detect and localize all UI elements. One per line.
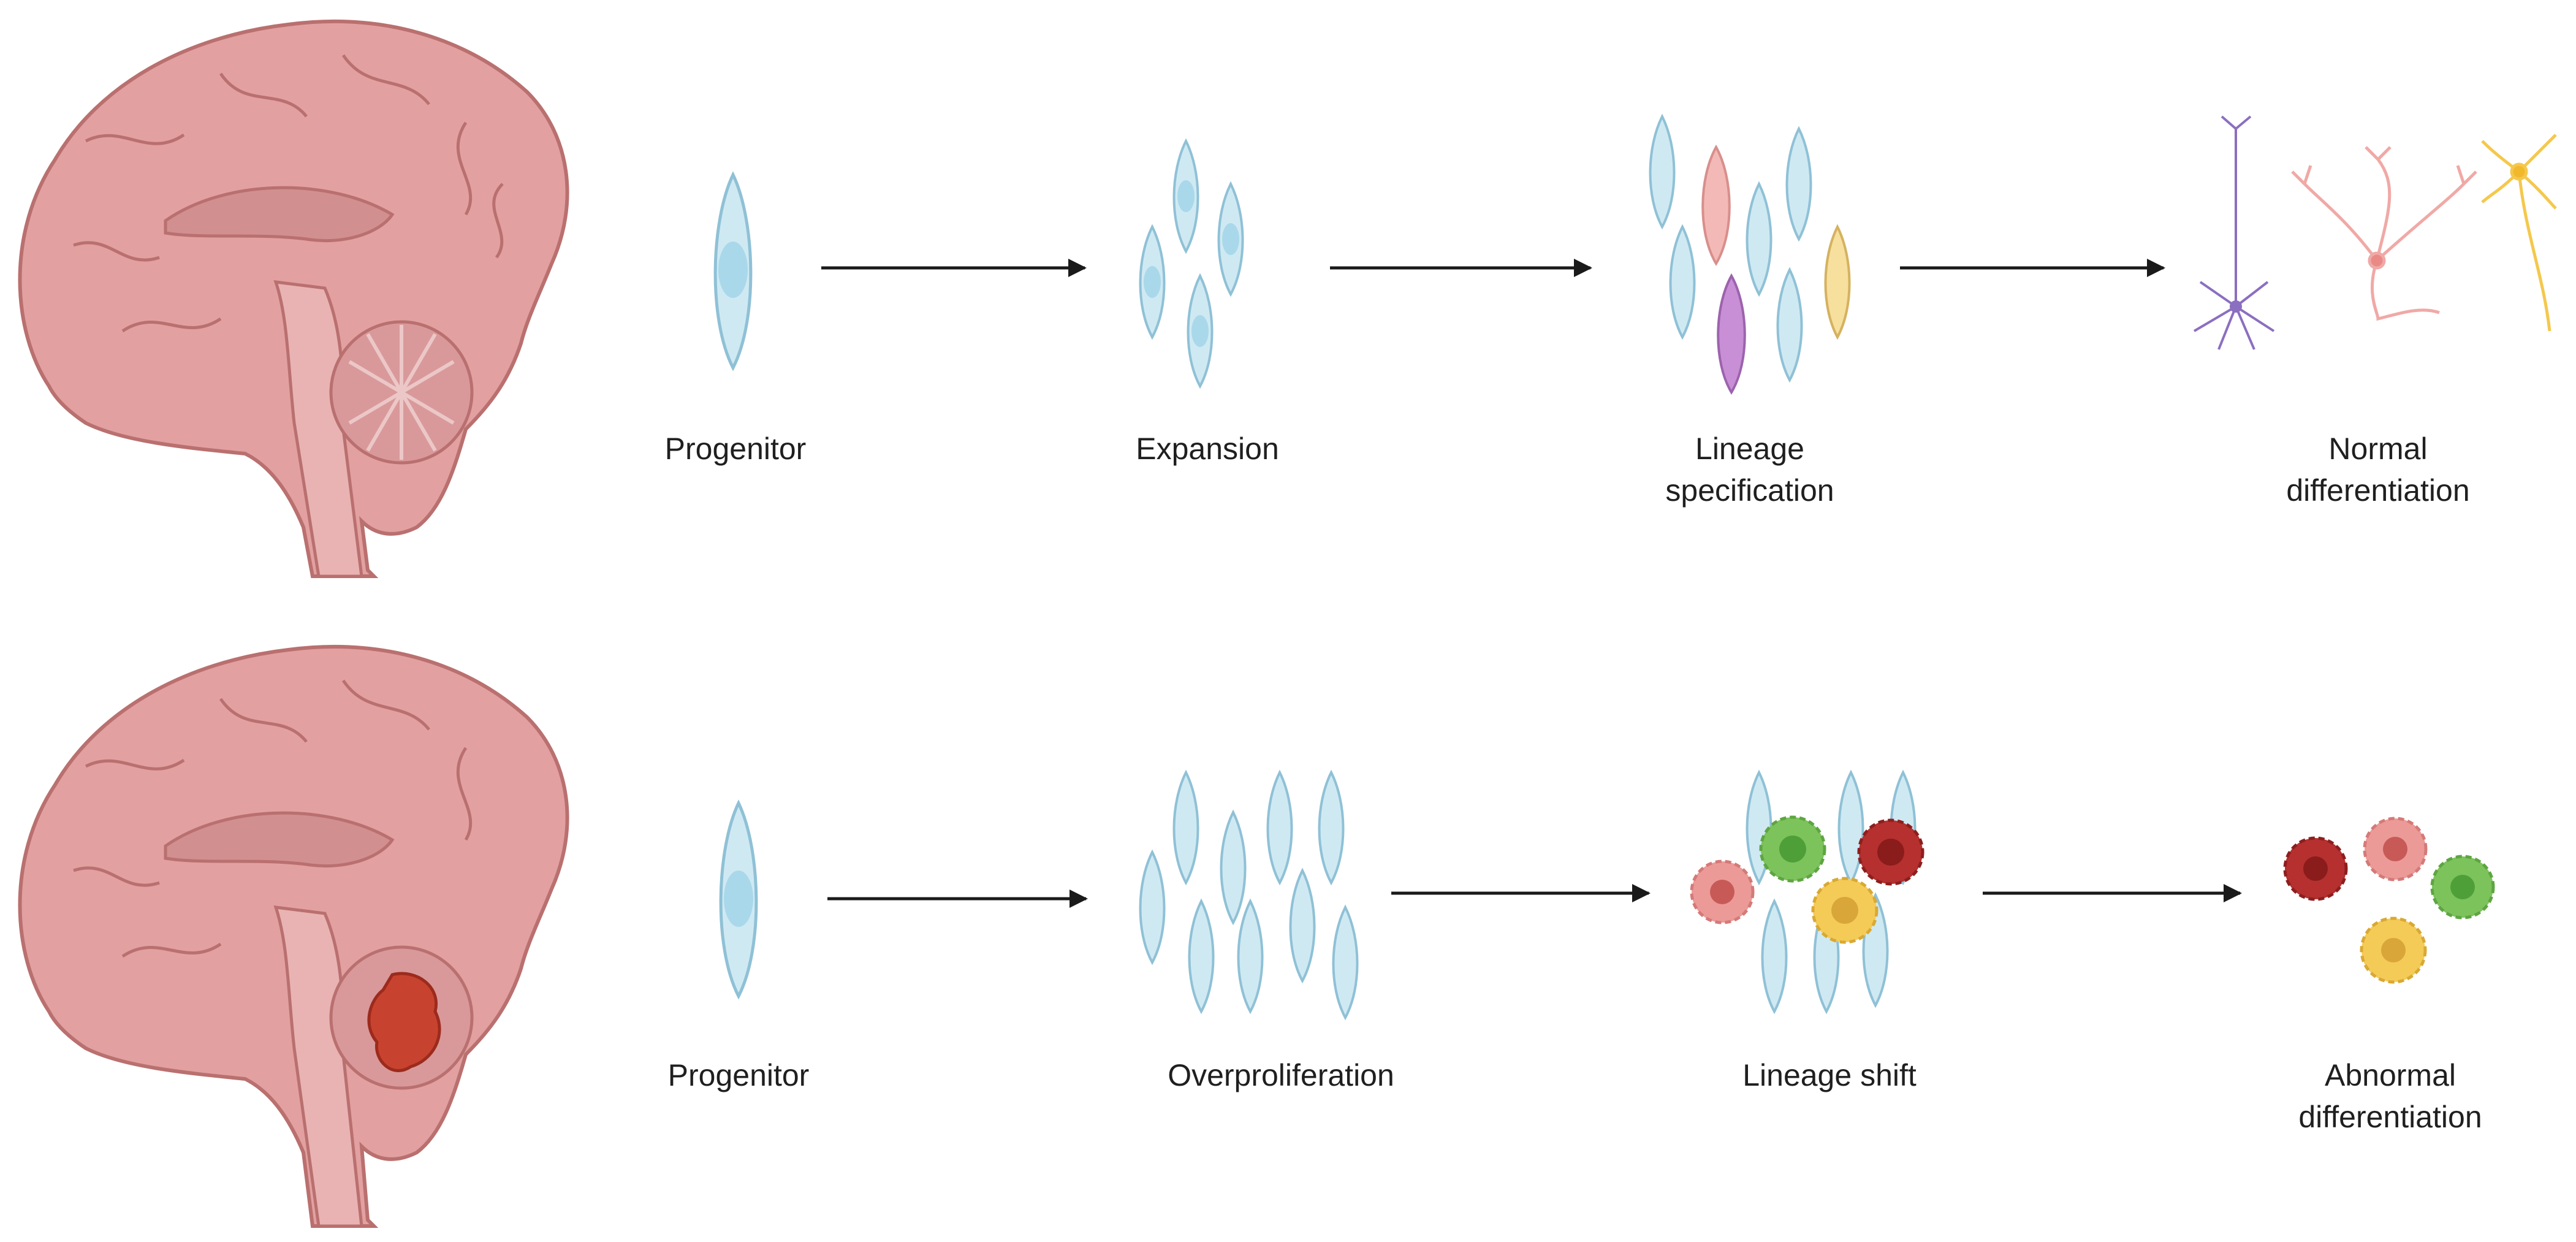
abnormal-differentiation-cells-icon	[2283, 817, 2495, 984]
label-abnormal-differentiation: Abnormal differentiation	[2298, 1058, 2482, 1134]
progenitor-cell-icon	[713, 171, 753, 371]
label-progenitor-2: Progenitor	[667, 1058, 810, 1092]
expansion-cells-icon	[1139, 138, 1244, 389]
progenitor-cell-icon-2	[719, 799, 758, 1000]
label-progenitor: Progenitor	[664, 432, 807, 466]
label-expansion: Expansion	[1136, 432, 1279, 466]
neuron-yellow-icon	[2481, 134, 2557, 332]
expansion-nuclei	[1144, 180, 1239, 347]
brain-tumor-icon	[18, 645, 569, 1228]
tumor-mass	[367, 972, 441, 1072]
label-overproliferation: Overproliferation	[1168, 1058, 1394, 1092]
label-lineage-specification: Lineage specification	[1665, 432, 1834, 508]
neuron-pink-icon	[2291, 146, 2477, 321]
lineage-shift-cells-icon	[1690, 769, 1924, 1015]
brain-healthy-icon	[18, 20, 569, 578]
label-lineage-shift: Lineage shift	[1742, 1058, 1917, 1092]
lineage-specification-cells-icon	[1649, 113, 1851, 395]
label-normal-differentiation: Normal differentiation	[2286, 432, 2470, 508]
overproliferation-cells-icon	[1139, 769, 1359, 1021]
neuron-purple-icon	[2193, 115, 2275, 350]
